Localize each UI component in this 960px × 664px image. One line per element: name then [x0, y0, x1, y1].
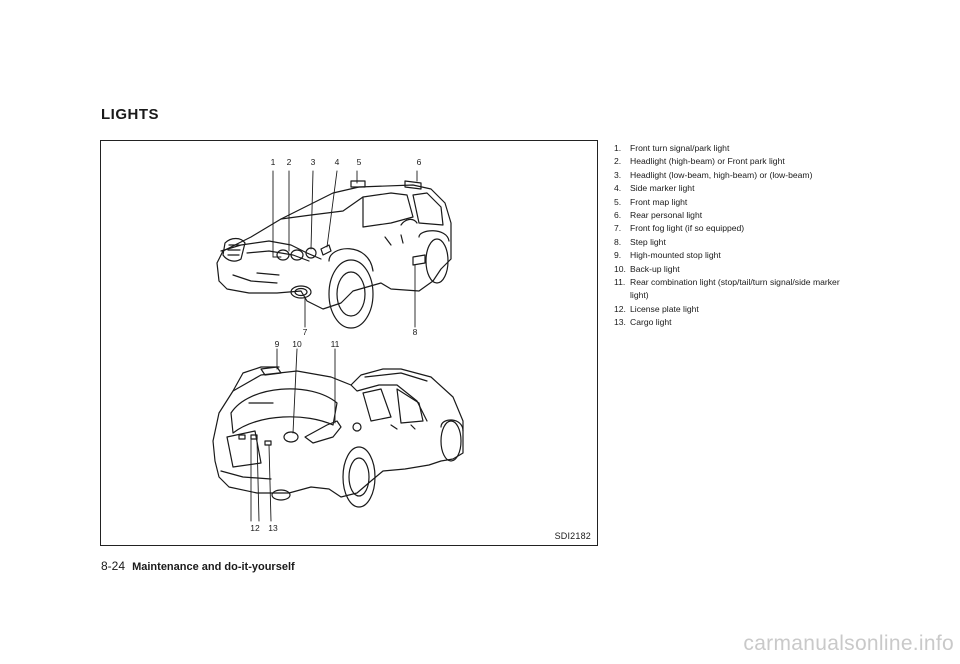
lights-figure: 1 2 3 4 5 6 7 8 9 10 11 12 13 SDI2182 [100, 140, 598, 546]
callout-7: 7 [303, 327, 308, 337]
front-vehicle-drawing [216, 180, 452, 329]
legend-item: 5.Front map light [614, 196, 688, 207]
callout-12: 12 [250, 523, 260, 533]
callout-9: 9 [275, 339, 280, 349]
callout-10: 10 [292, 339, 302, 349]
callout-3: 3 [311, 157, 316, 167]
legend-item: 8.Step light [614, 236, 666, 247]
legend-item: 6.Rear personal light [614, 210, 703, 221]
section-title: LIGHTS [101, 106, 159, 123]
callout-4: 4 [335, 157, 340, 167]
callout-8: 8 [413, 327, 418, 337]
figure-code: SDI2182 [554, 531, 591, 541]
rear-vehicle-drawing [212, 366, 464, 508]
callout-leader-lines [250, 170, 418, 522]
legend-item: 11.Rear combination light (stop/tail/tur… [614, 277, 840, 301]
lights-legend-list: 1.Front turn signal/park light 2.Headlig… [614, 142, 854, 330]
legend-item: 9.High-mounted stop light [614, 250, 721, 261]
legend-item: 3.Headlight (low-beam, high-beam) or (lo… [614, 169, 813, 180]
callout-numbers: 1 2 3 4 5 6 7 8 9 10 11 12 13 [250, 157, 421, 533]
callout-5: 5 [357, 157, 362, 167]
legend-item: 1.Front turn signal/park light [614, 143, 730, 153]
legend-item: 10.Back-up light [614, 263, 680, 274]
callout-11: 11 [331, 339, 340, 349]
vehicle-illustration: 1 2 3 4 5 6 7 8 9 10 11 12 13 [212, 157, 464, 533]
legend-item: 13.Cargo light [614, 317, 672, 328]
callout-6: 6 [417, 157, 422, 167]
callout-2: 2 [287, 157, 292, 167]
page-footer: 8-24 Maintenance and do-it-yourself [101, 559, 295, 573]
callout-13: 13 [268, 523, 278, 533]
legend-item: 4.Side marker light [614, 183, 695, 194]
site-watermark: carmanualsonline.info [743, 632, 954, 655]
page-number: 8-24 [101, 559, 126, 573]
legend-item: 2.Headlight (high-beam) or Front park li… [614, 156, 785, 167]
footer-section-name: Maintenance and do-it-yourself [132, 561, 295, 573]
legend-item: 12.License plate light [614, 303, 699, 314]
legend-item: 7.Front fog light (if so equipped) [614, 223, 745, 234]
callout-1: 1 [271, 157, 276, 167]
